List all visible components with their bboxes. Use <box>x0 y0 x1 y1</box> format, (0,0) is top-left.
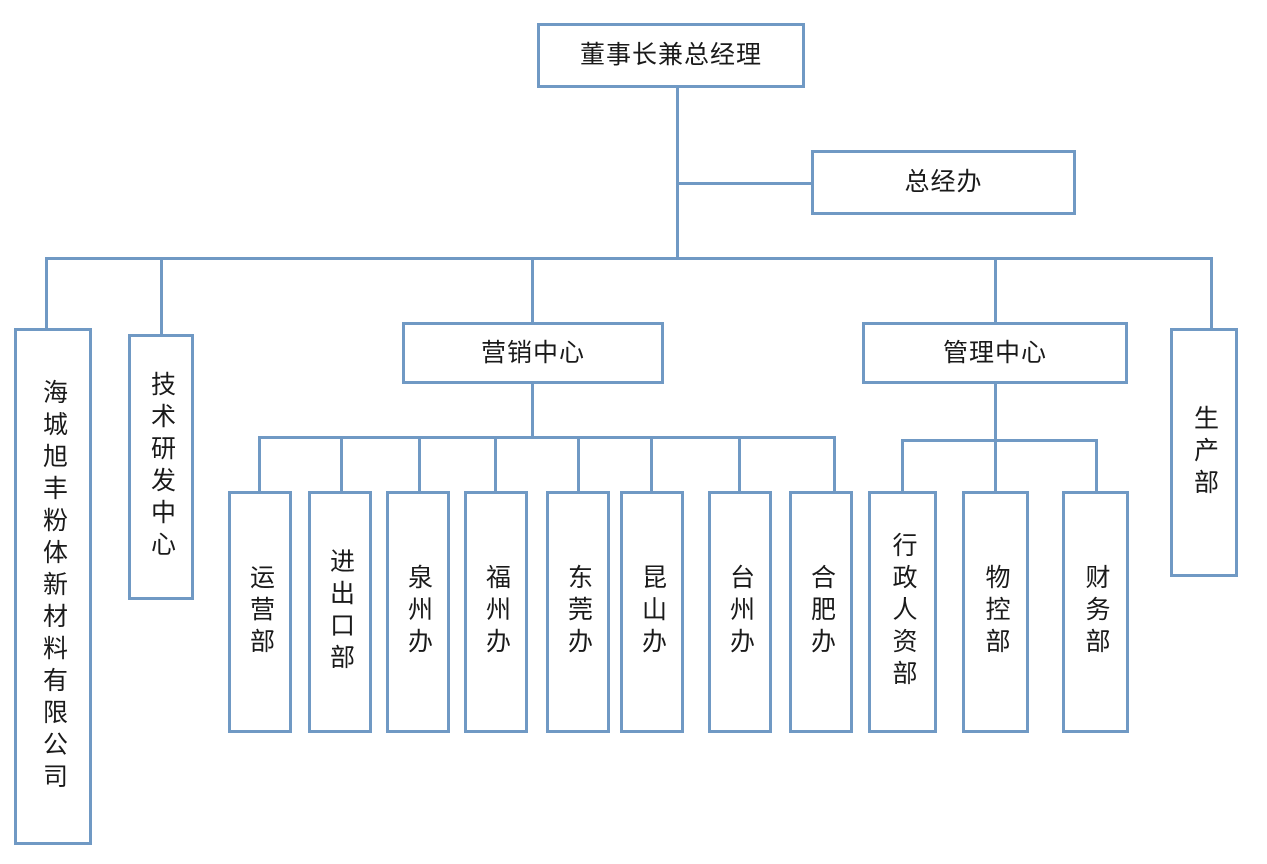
connector-drop-production <box>1210 257 1213 328</box>
connector-main-bus <box>45 257 1213 260</box>
node-fuzhou-office-label: 福州办 <box>482 564 510 660</box>
connector-marketing-child-drop-4 <box>494 436 497 491</box>
node-admin-hr-dept[interactable]: 行政人资部 <box>868 491 937 733</box>
node-import-export-dept[interactable]: 进出口部 <box>308 491 372 733</box>
node-management-center-label: 管理中心 <box>942 339 1047 367</box>
connector-drop-management <box>994 257 997 322</box>
node-rnd-center-label: 技术研发中心 <box>147 371 175 563</box>
connector-marketing-child-drop-7 <box>738 436 741 491</box>
node-chairman[interactable]: 董事长兼总经理 <box>537 23 805 88</box>
connector-management-child-drop-2 <box>994 439 997 491</box>
connector-marketing-stem <box>531 384 534 438</box>
node-chairman-label: 董事长兼总经理 <box>579 42 762 69</box>
connector-marketing-child-drop-5 <box>577 436 580 491</box>
node-finance-dept-label: 财务部 <box>1082 564 1109 660</box>
node-production-dept-label: 生产部 <box>1190 404 1218 501</box>
node-company-label: 海城旭丰粉体新材料有限公司 <box>39 378 67 795</box>
connector-chairman-trunk <box>676 88 679 260</box>
node-finance-dept[interactable]: 财务部 <box>1062 491 1129 733</box>
connector-drop-marketing <box>531 257 534 322</box>
node-production-dept[interactable]: 生产部 <box>1170 328 1238 577</box>
node-rnd-center[interactable]: 技术研发中心 <box>128 334 194 600</box>
node-import-export-dept-label: 进出口部 <box>326 548 354 676</box>
node-admin-hr-dept-label: 行政人资部 <box>889 532 916 692</box>
node-company[interactable]: 海城旭丰粉体新材料有限公司 <box>14 328 92 845</box>
node-kunshan-office-label: 昆山办 <box>638 564 666 660</box>
node-quanzhou-office-label: 泉州办 <box>404 564 432 660</box>
node-hefei-office-label: 合肥办 <box>807 564 835 660</box>
connector-marketing-sub-bus <box>258 436 836 439</box>
connector-management-child-drop-1 <box>901 439 904 491</box>
node-dongguan-office[interactable]: 东莞办 <box>546 491 610 733</box>
connector-management-child-drop-3 <box>1095 439 1098 491</box>
connector-drop-rnd <box>160 257 163 334</box>
connector-marketing-child-drop-2 <box>340 436 343 491</box>
node-material-control-dept-label: 物控部 <box>982 564 1009 660</box>
connector-drop-company <box>45 257 48 328</box>
node-quanzhou-office[interactable]: 泉州办 <box>386 491 450 733</box>
node-material-control-dept[interactable]: 物控部 <box>962 491 1029 733</box>
connector-management-sub-bus <box>901 439 1098 442</box>
node-gm-office[interactable]: 总经办 <box>811 150 1076 215</box>
node-hefei-office[interactable]: 合肥办 <box>789 491 853 733</box>
node-operations-dept-label: 运营部 <box>246 564 274 660</box>
connector-marketing-child-drop-1 <box>258 436 261 491</box>
connector-marketing-child-drop-3 <box>418 436 421 491</box>
connector-marketing-child-drop-6 <box>650 436 653 491</box>
node-gm-office-label: 总经办 <box>904 169 983 196</box>
node-marketing-center-label: 营销中心 <box>480 339 585 367</box>
node-taizhou-office-label: 台州办 <box>726 564 754 660</box>
connector-marketing-child-drop-8 <box>833 436 836 491</box>
node-kunshan-office[interactable]: 昆山办 <box>620 491 684 733</box>
node-marketing-center[interactable]: 营销中心 <box>402 322 664 384</box>
connector-gm-office-branch <box>676 182 813 185</box>
node-taizhou-office[interactable]: 台州办 <box>708 491 772 733</box>
node-management-center[interactable]: 管理中心 <box>862 322 1128 384</box>
node-operations-dept[interactable]: 运营部 <box>228 491 292 733</box>
node-fuzhou-office[interactable]: 福州办 <box>464 491 528 733</box>
node-dongguan-office-label: 东莞办 <box>564 564 592 660</box>
connector-management-stem <box>994 384 997 441</box>
